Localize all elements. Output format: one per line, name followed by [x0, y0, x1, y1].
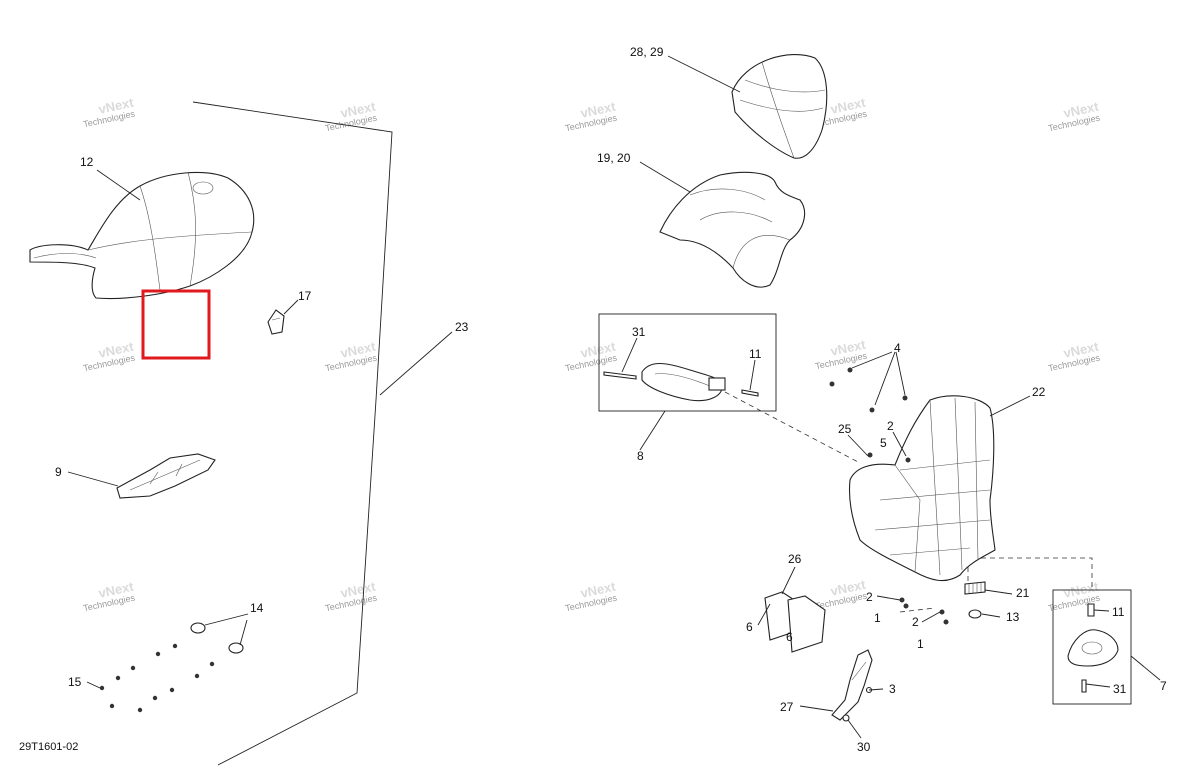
grommet-part[interactable] — [968, 609, 982, 619]
callout-label: 22 — [1032, 385, 1046, 399]
callout-label: 25 — [838, 422, 852, 436]
handle-part[interactable] — [641, 362, 726, 402]
callout-label: 1 — [917, 637, 924, 651]
callout-label: 21 — [1016, 586, 1030, 600]
watermark: vNext Technologies — [82, 95, 136, 130]
assembly-dashed-line — [967, 557, 1093, 590]
heat-shield-part[interactable] — [116, 453, 216, 499]
callout-label: 28, 29 — [630, 45, 664, 59]
fastener-dots — [99, 643, 215, 713]
callout-label: 17 — [298, 289, 312, 303]
callout-labels: 12 17 23 9 14 15 28, 29 19, 20 31 11 8 4… — [55, 45, 1167, 754]
callout-label: 2 — [887, 419, 894, 433]
latch-part[interactable] — [831, 649, 873, 721]
clip-part[interactable] — [267, 309, 285, 335]
callout-label: 6 — [746, 620, 753, 634]
watermark-line1: vNext — [1062, 99, 1100, 121]
backrest-section — [598, 54, 1132, 722]
watermark: vNext Technologies — [564, 99, 618, 134]
callout-label: 7 — [1160, 679, 1167, 693]
callout-label: 8 — [637, 449, 644, 463]
pin-part[interactable] — [1087, 603, 1095, 617]
callout-label: 27 — [780, 700, 794, 714]
watermark: vNext Technologies — [1047, 99, 1101, 134]
seat-section — [29, 101, 393, 766]
callout-label: 15 — [68, 675, 82, 689]
fastener-dots — [829, 367, 949, 625]
watermark: vNext Technologies — [82, 339, 136, 374]
callout-label: 11 — [1112, 605, 1125, 619]
watermark: vNext Technologies — [324, 579, 378, 614]
watermark: vNext Technologies — [564, 579, 618, 614]
watermark: vNext Technologies — [324, 339, 378, 374]
watermark-line1: vNext — [97, 339, 135, 361]
leader-lines — [67, 55, 1161, 739]
watermark-line1: vNext — [1062, 339, 1100, 361]
watermark-line1: vNext — [339, 339, 377, 361]
drawing-reference: 29T1601-02 — [19, 741, 78, 753]
watermark-line1: vNext — [579, 339, 617, 361]
callout-label: 23 — [455, 320, 469, 334]
watermark-line1: vNext — [339, 99, 377, 121]
callout-label: 2 — [912, 615, 919, 629]
pin-part[interactable] — [603, 371, 759, 397]
bracket-clip-part[interactable] — [964, 581, 986, 595]
watermark: vNext Technologies — [324, 99, 378, 134]
watermark: vNext Technologies — [564, 339, 618, 374]
backrest-cushion-part[interactable] — [731, 54, 828, 159]
latch-bolt-part[interactable] — [842, 714, 850, 722]
callout-label: 6 — [786, 630, 793, 644]
highlight-box — [141, 289, 211, 360]
watermark: vNext Technologies — [82, 579, 136, 614]
watermark-line1: vNext — [829, 337, 867, 359]
assembly-dashed-line — [899, 607, 936, 613]
backrest-shell-part[interactable] — [659, 171, 806, 288]
callout-label: 11 — [749, 347, 762, 361]
side-panel-part[interactable] — [764, 591, 826, 653]
seat-part[interactable] — [29, 171, 255, 300]
bumper-parts[interactable] — [190, 622, 244, 654]
callout-label: 9 — [55, 465, 62, 479]
watermark-line1: vNext — [579, 99, 617, 121]
watermark: vNext Technologies — [814, 337, 868, 372]
watermark: vNext Technologies — [1047, 339, 1101, 374]
callout-label: 1 — [874, 611, 881, 625]
callout-label: 3 — [889, 682, 896, 696]
callout-label: 31 — [1113, 682, 1127, 696]
watermark-line1: vNext — [579, 579, 617, 601]
callout-label: 14 — [250, 601, 264, 615]
callout-label: 5 — [880, 436, 887, 450]
callout-label: 2 — [866, 590, 873, 604]
callout-label: 4 — [894, 341, 901, 355]
seat-logo-icon — [192, 181, 214, 195]
bracket-plate-part[interactable] — [1067, 629, 1119, 667]
watermark-line1: vNext — [829, 577, 867, 599]
callout-label: 19, 20 — [597, 151, 631, 165]
watermark-line1: vNext — [339, 579, 377, 601]
watermark-line1: vNext — [829, 95, 867, 117]
assembly-bracket-line — [192, 101, 393, 766]
callout-label: 26 — [788, 552, 802, 566]
screw-part[interactable] — [1081, 679, 1087, 693]
watermark-line1: vNext — [97, 95, 135, 117]
bracket-kit-box — [1052, 589, 1132, 705]
handle-kit-box — [598, 313, 777, 412]
assembly-dashed-line — [724, 391, 859, 463]
callout-label: 31 — [632, 325, 646, 339]
callout-label: 30 — [857, 740, 871, 754]
seat-base-part[interactable] — [848, 395, 996, 582]
callout-label: 12 — [80, 155, 94, 169]
watermark-line1: vNext — [97, 579, 135, 601]
callout-label: 13 — [1006, 610, 1020, 624]
